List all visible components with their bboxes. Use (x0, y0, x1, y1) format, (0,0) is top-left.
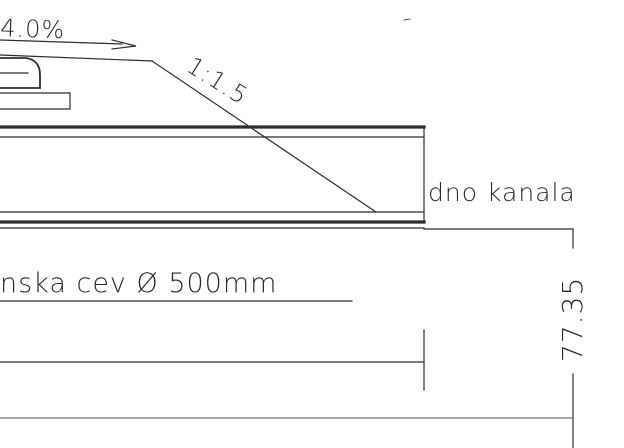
slope-arrow-head (111, 39, 137, 50)
slope-label-underline (0, 39, 123, 45)
elevation-label: 77.35 (556, 277, 589, 362)
curb-outline (0, 57, 41, 89)
stray-mark (403, 18, 411, 21)
pipe-label: nska cev Ø 500mm (0, 268, 277, 299)
canal-bottom-label: dno kanala (428, 178, 576, 207)
slope-ratio-label: 1:1.5 (182, 51, 253, 110)
top-surface-line (0, 54, 153, 62)
slope-percent-label: 4.0% (0, 14, 66, 44)
curb-base (0, 92, 71, 110)
